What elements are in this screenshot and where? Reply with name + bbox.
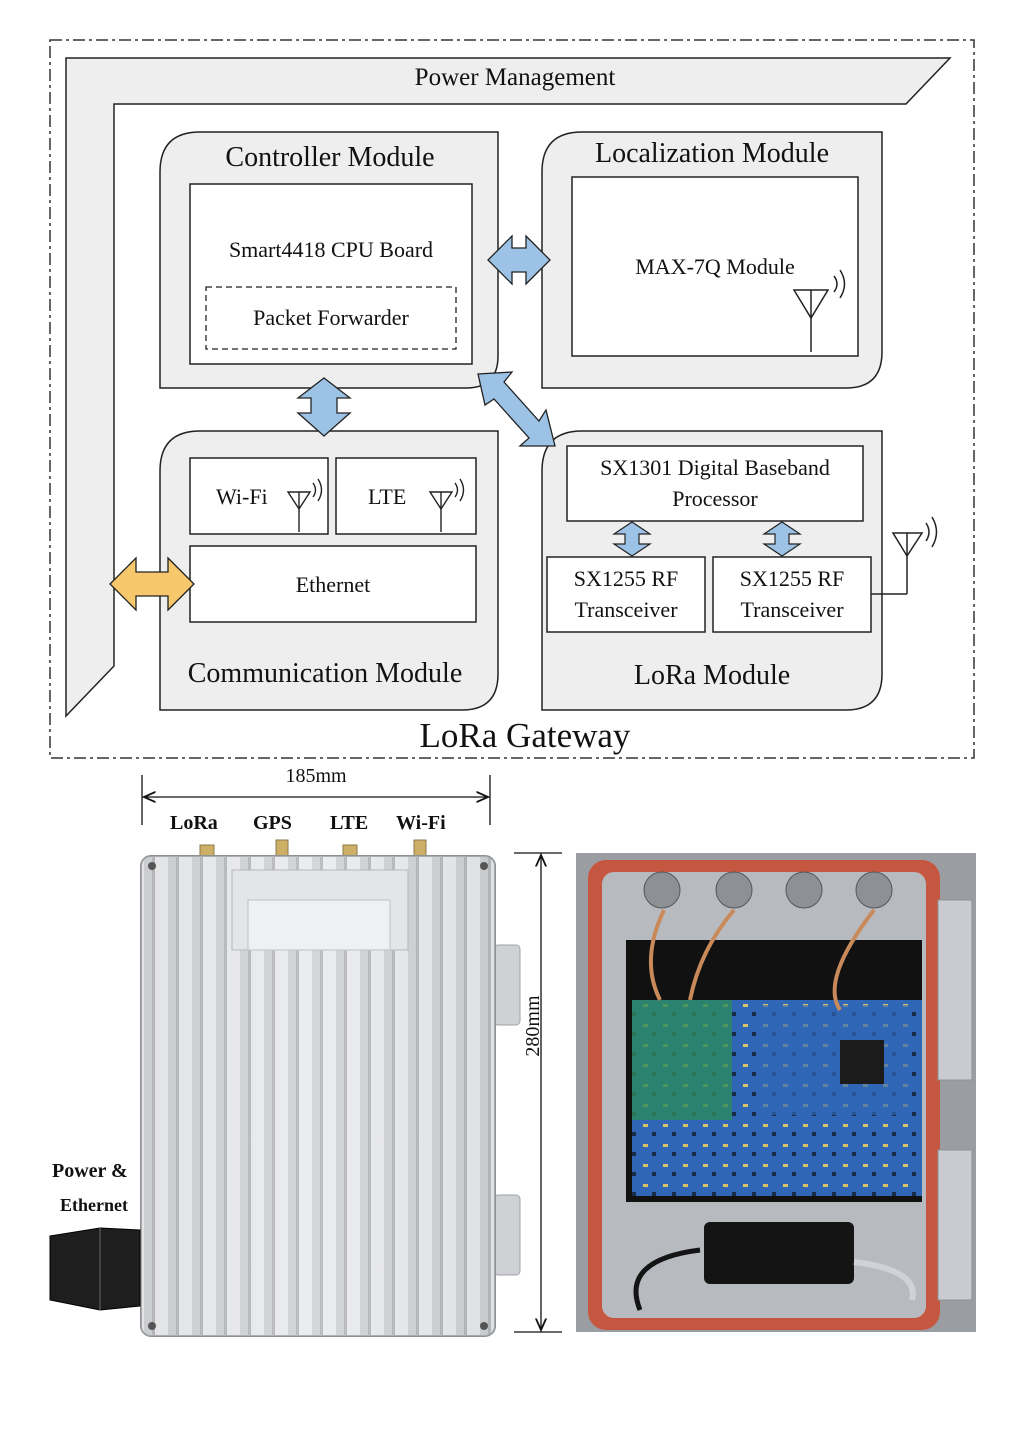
controller-lora-arrow [477,371,556,447]
wifi-label: Wi-Fi [216,484,268,509]
controller-localization-arrow [487,234,551,286]
height-dimension-line [514,852,562,1333]
ethernet-external-arrow [109,556,195,612]
rf1-label-line2: Transceiver [574,597,678,622]
packet-forwarder-label: Packet Forwarder [253,305,409,330]
lora-module-title: LoRa Module [633,660,791,691]
lte-box [335,457,477,535]
packet-forwarder-box [205,286,457,350]
baseband-label-line1: SX1301 Digital Baseband [600,455,830,480]
antenna-label-lte: LTE [330,812,369,834]
antenna-label-wifi: Wi-Fi [396,812,446,834]
baseband-rf2-arrow [762,521,802,557]
ethernet-box [189,545,477,623]
height-dimension-label: 280mm [522,995,544,1057]
antenna-label-gps: GPS [253,812,292,834]
antenna-label-lora: LoRa [170,812,218,834]
gateway-title: LoRa Gateway [419,716,631,755]
controller-communication-arrow [296,377,352,437]
lte-label: LTE [368,484,407,509]
gps-antenna-icon [792,269,846,352]
side-label-line1: Power & [52,1160,128,1182]
wifi-box [189,457,329,535]
gateway-exterior-photo [49,839,521,1337]
side-label-line2: Ethernet [60,1195,128,1215]
baseband-box [566,445,864,522]
lte-antenna-icon [428,478,465,532]
width-dimension-label: 185mm [285,765,347,787]
localization-module-title: Localization Module [594,138,830,169]
baseband-rf1-arrow [612,521,652,557]
rf2-box [712,556,872,633]
controller-module-title: Controller Module [225,142,435,173]
rf1-box [546,556,706,633]
cpu-board-label: Smart4418 CPU Board [228,237,434,262]
rf2-label-line2: Transceiver [740,597,844,622]
gps-module-label: MAX-7Q Module [635,254,795,279]
gateway-boundary [49,39,975,759]
gateway-interior-photo [576,853,976,1332]
power-management-label: Power Management [414,64,616,91]
width-dimension-line [141,775,491,825]
wifi-antenna-icon [286,478,323,532]
rf1-label-line1: SX1255 RF [573,566,679,591]
lora-antenna-icon [871,516,938,595]
ethernet-label: Ethernet [295,572,371,597]
baseband-label-line2: Processor [672,486,758,511]
communication-module-title: Communication Module [187,658,463,689]
power-management-band [65,57,952,718]
rf2-label-line1: SX1255 RF [739,566,845,591]
